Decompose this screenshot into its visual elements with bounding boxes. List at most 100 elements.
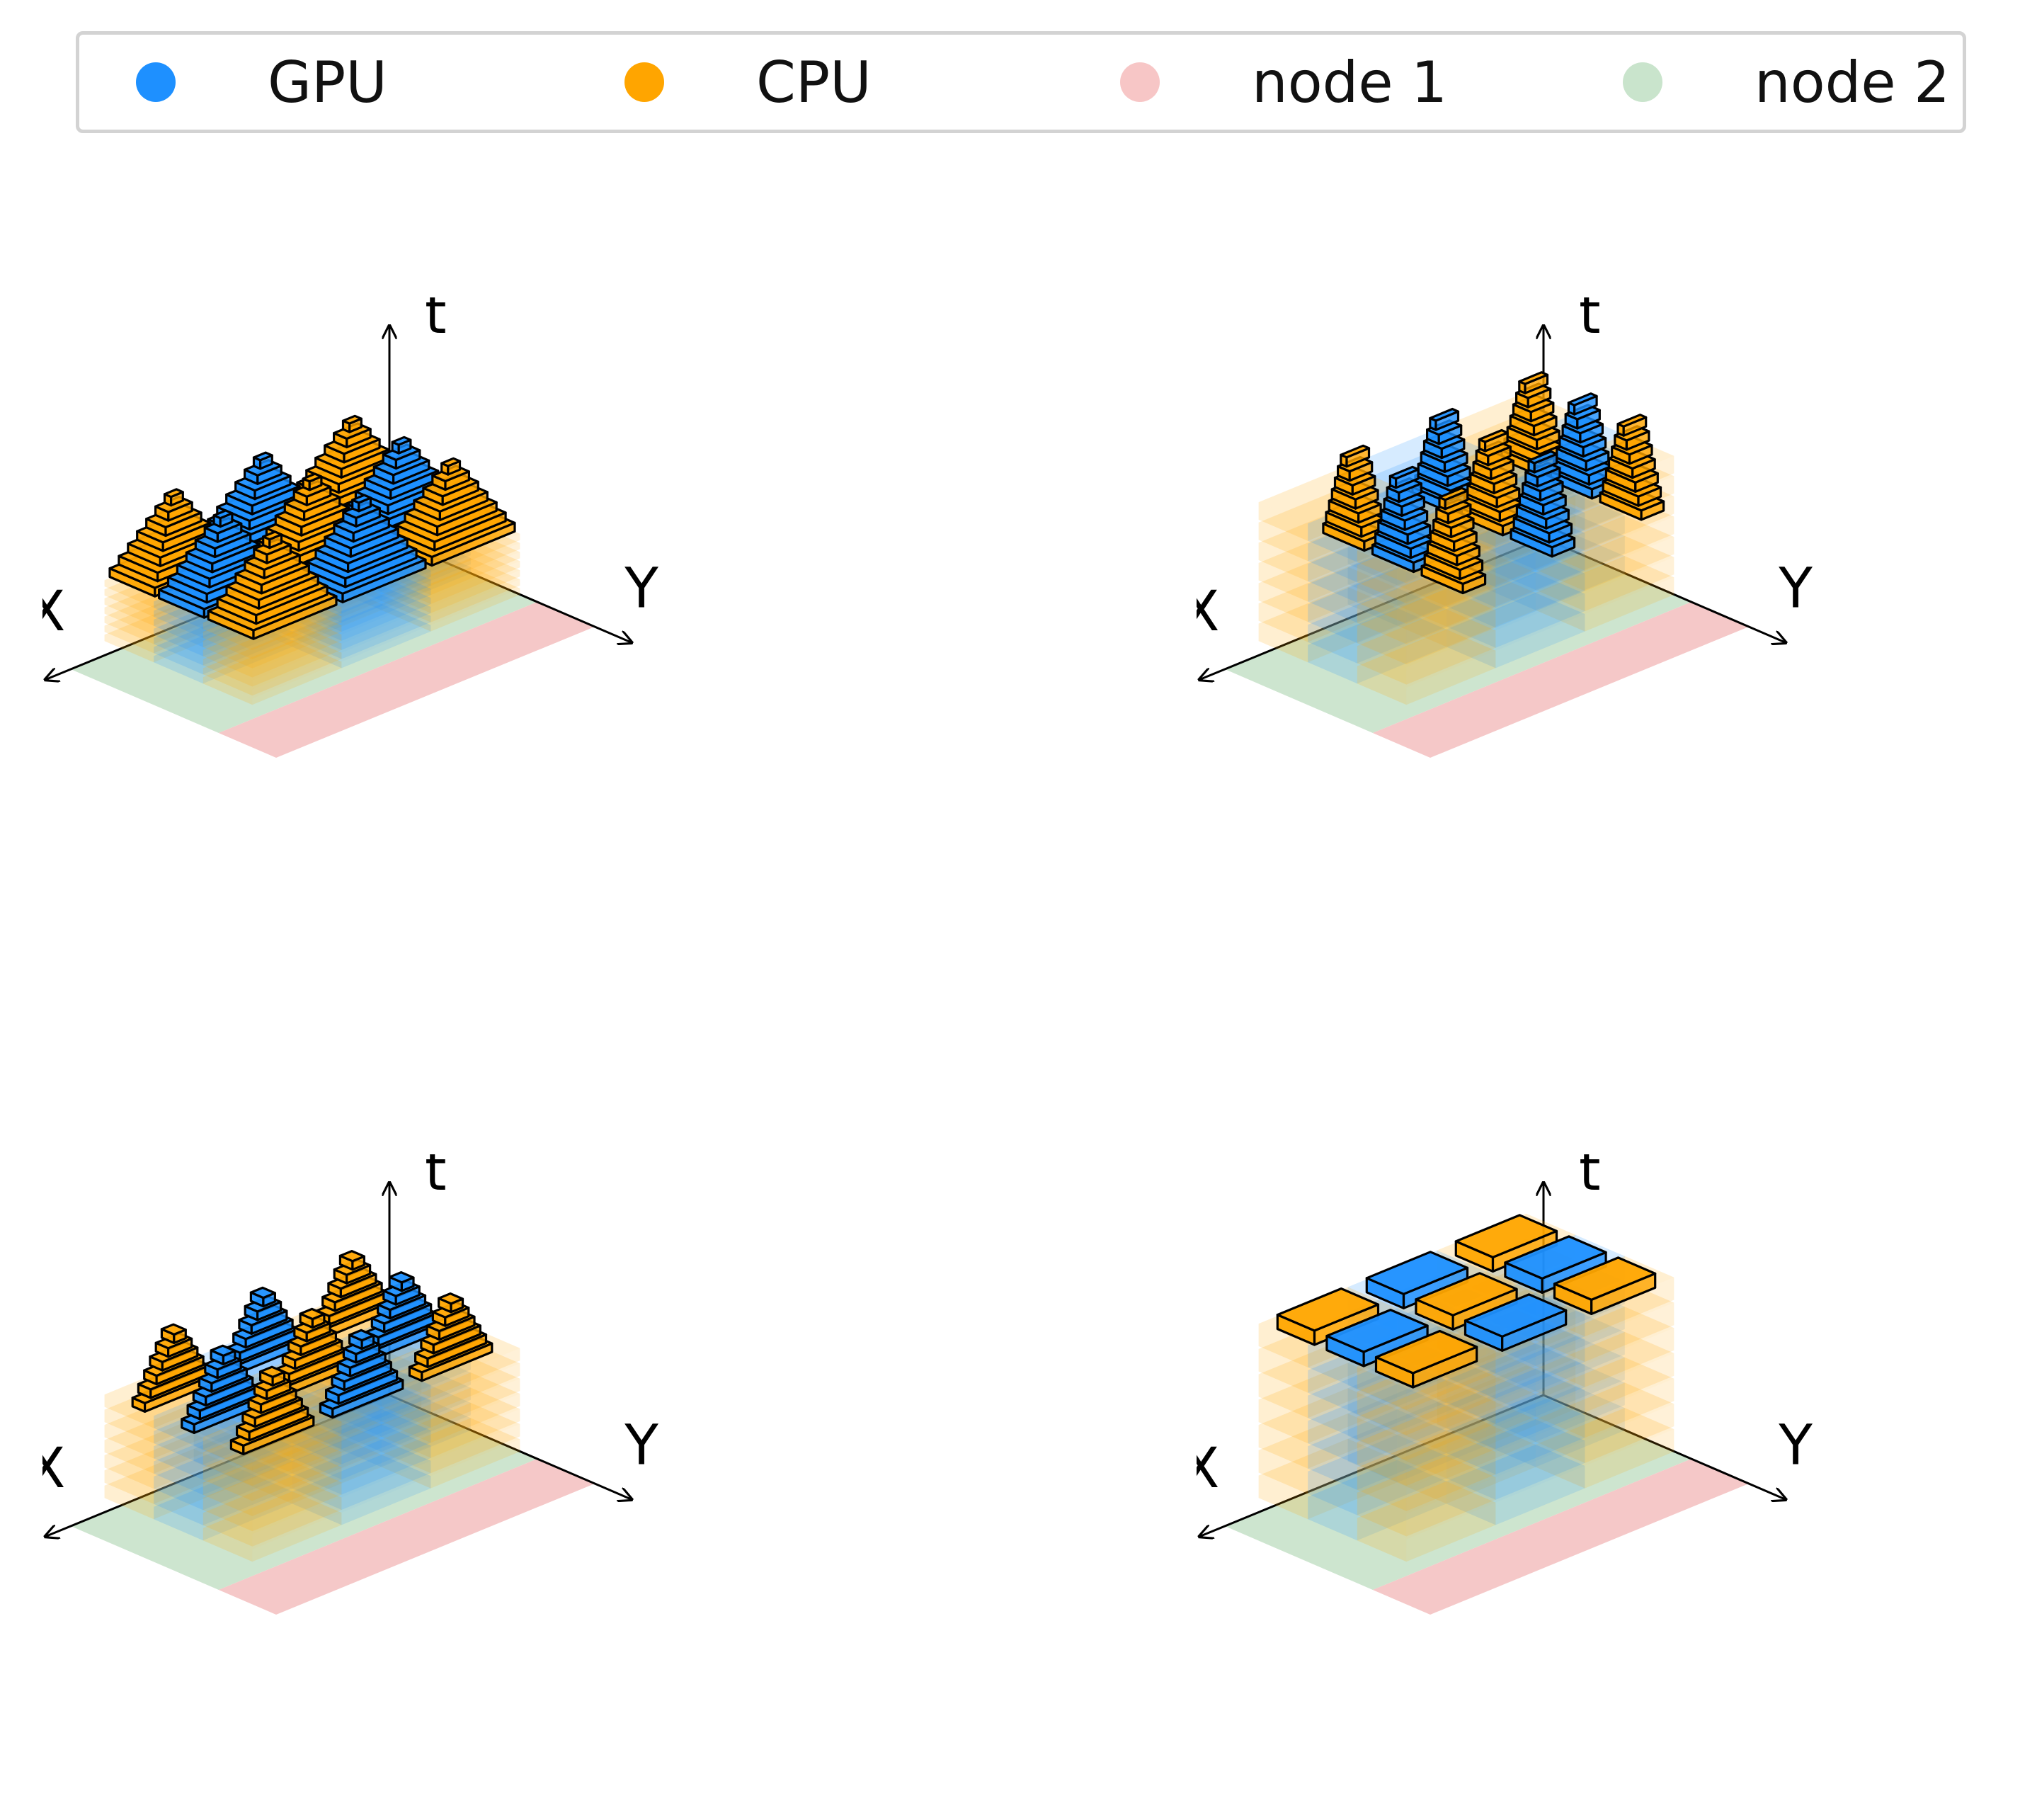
node-1-region <box>1372 1459 1749 1615</box>
box-face-top <box>1437 1365 1576 1423</box>
box-face-top <box>292 1394 431 1452</box>
base-layer <box>202 1415 342 1486</box>
box-face-front <box>381 1409 431 1443</box>
legend-label-node-1: node 1 <box>1252 49 1447 115</box>
pyramid-step <box>302 472 323 491</box>
box-face-top <box>381 530 520 589</box>
box-face-front <box>381 586 431 613</box>
base-layer <box>1357 1405 1496 1486</box>
box-face-front <box>1446 588 1496 628</box>
box-face-front <box>104 1485 154 1520</box>
box-face-front <box>1486 571 1536 610</box>
base-layer <box>381 1418 520 1489</box>
box-face-side <box>1535 1357 1625 1417</box>
base-layer <box>1308 1460 1447 1541</box>
box-face-top <box>1454 1214 1558 1258</box>
box-face-front <box>292 1445 342 1480</box>
box-face-top <box>202 640 342 699</box>
box-face-side <box>1495 1365 1585 1424</box>
box-face-top <box>210 1344 236 1357</box>
box-face-side <box>1406 1477 1496 1537</box>
box-face-top <box>1397 1347 1536 1406</box>
box-face-top <box>381 1418 520 1477</box>
box-face-side <box>154 1470 244 1520</box>
box-face-top <box>1357 1481 1496 1540</box>
box-face-front <box>292 613 342 641</box>
box-face-top <box>1446 572 1585 631</box>
box-face-side <box>1535 1331 1625 1392</box>
box-face-front <box>1308 1446 1357 1490</box>
box-face-side <box>1446 1419 1536 1479</box>
box-face-front <box>1357 545 1407 584</box>
box-face-side <box>1446 1444 1536 1504</box>
box-face-front <box>1397 1409 1447 1453</box>
base-layer <box>1308 1409 1447 1490</box>
base-layer <box>1258 1414 1398 1494</box>
box-face-side <box>430 1348 520 1397</box>
box-face-front <box>202 1437 253 1471</box>
box-face-front <box>202 1467 253 1501</box>
box-face-side <box>1357 588 1447 644</box>
box-face-side <box>430 1363 520 1413</box>
box-face-top <box>381 558 520 616</box>
cpu-dot-icon <box>624 62 664 102</box>
base-layer <box>332 1397 471 1467</box>
node-1-dot-icon <box>1120 62 1160 102</box>
base-layer <box>104 1449 244 1520</box>
box-face-top <box>292 1439 431 1498</box>
base-layer <box>1535 1331 1674 1413</box>
box-face-front <box>1258 1324 1308 1367</box>
box-face-side <box>1406 610 1496 665</box>
base-layer <box>1357 588 1496 665</box>
box-face-side <box>332 1397 422 1446</box>
box-face-top <box>381 1372 520 1431</box>
floor <box>71 1395 595 1615</box>
box-face-side <box>1308 1435 1398 1494</box>
box-face-front <box>154 1461 203 1495</box>
box-face-top <box>1308 1384 1447 1443</box>
box-face-top <box>1535 1357 1674 1416</box>
wedge-step <box>1388 465 1420 489</box>
legend-item-cpu: CPU <box>624 35 872 130</box>
box-face-side <box>1495 553 1585 608</box>
box-face-side <box>430 1423 520 1474</box>
box-face-top <box>262 530 283 541</box>
pyramid-step <box>262 530 283 550</box>
box-face-front <box>1535 1444 1585 1489</box>
box-face-side <box>202 640 292 684</box>
box-face-front <box>1308 625 1357 664</box>
wedge-step <box>1340 444 1371 468</box>
ridge-step <box>210 1344 236 1365</box>
box-face-side <box>1535 1408 1625 1467</box>
box-face-front <box>1437 1401 1487 1446</box>
box-face-top <box>1308 608 1447 666</box>
box-face-front <box>381 1455 431 1489</box>
box-face-front <box>1347 567 1398 605</box>
box-face-front <box>104 1455 154 1489</box>
box-face-front <box>1486 551 1536 590</box>
floor <box>1225 1395 1749 1615</box>
box-face-front <box>1347 1438 1398 1483</box>
box-face-front <box>1486 1423 1536 1467</box>
wedge-step <box>1478 428 1509 453</box>
box-face-side <box>1535 516 1625 570</box>
box-face-front <box>202 677 253 705</box>
base-layer <box>1446 1343 1585 1424</box>
box-face-front <box>292 1476 342 1510</box>
y-axis-label: Y <box>1778 1414 1813 1478</box>
box-face-side <box>381 1372 471 1422</box>
t-axis-label: t <box>425 1154 447 1203</box>
box-face-top <box>154 1470 292 1528</box>
box-face-side <box>1357 569 1447 623</box>
box-face-front <box>1357 625 1407 665</box>
box-face-front <box>1486 1398 1536 1442</box>
box-face-front <box>193 1433 244 1467</box>
box-face-side <box>1308 608 1398 663</box>
volume <box>104 414 520 705</box>
box-face-front <box>154 628 203 656</box>
box-face-side <box>252 635 342 678</box>
